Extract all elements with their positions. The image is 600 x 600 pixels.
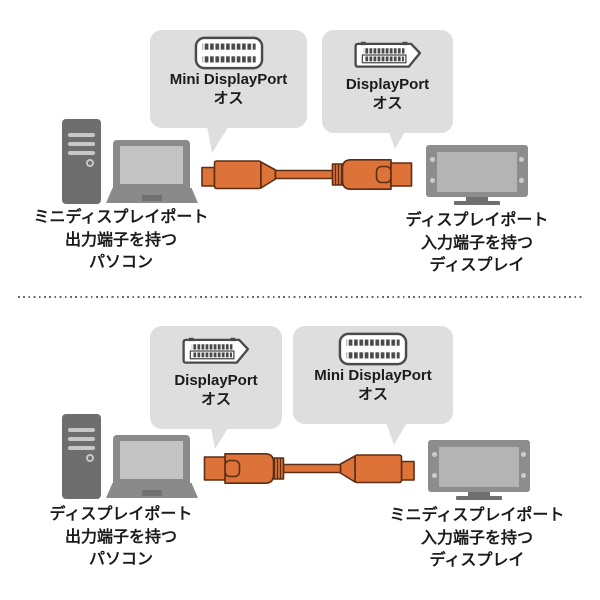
screw-dot bbox=[521, 473, 526, 478]
power-button-dot bbox=[86, 159, 94, 167]
source-device-label: ディスプレイポート 出力端子を持つ パソコン bbox=[49, 506, 193, 568]
cable-mini-displayport-to-displayport bbox=[201, 158, 413, 191]
callout-displayport-bottom: DisplayPort オス bbox=[150, 326, 282, 429]
desktop-pc-icon bbox=[62, 414, 101, 499]
drive-bay-line bbox=[68, 446, 95, 450]
target-device-label: ミニディスプレイポート 入力端子を持つ ディスプレイ bbox=[389, 507, 565, 569]
displayport-connector-icon bbox=[181, 337, 251, 366]
monitor-screen bbox=[437, 152, 517, 192]
callout-tail bbox=[209, 417, 235, 449]
screw-dot bbox=[432, 473, 437, 478]
callout-title: Mini DisplayPort bbox=[314, 367, 432, 384]
callout-title: DisplayPort bbox=[174, 372, 258, 389]
callout-displayport-top: DisplayPort オス bbox=[322, 30, 453, 133]
callout-gender-label: オス bbox=[213, 90, 244, 107]
drive-bay-line bbox=[68, 142, 95, 146]
screw-dot bbox=[519, 178, 524, 183]
target-device-label: ディスプレイポート 入力端子を持つ ディスプレイ bbox=[405, 212, 549, 274]
mini-displayport-connector-icon bbox=[193, 36, 265, 70]
screw-dot bbox=[430, 157, 435, 162]
callout-tail bbox=[384, 417, 410, 445]
drive-bay-line bbox=[68, 437, 95, 441]
screw-dot bbox=[430, 178, 435, 183]
callout-tail bbox=[206, 121, 232, 153]
monitor-stand-base bbox=[454, 201, 500, 205]
display-monitor-icon bbox=[428, 440, 530, 501]
monitor-stand-neck bbox=[466, 197, 488, 202]
callout-title: DisplayPort bbox=[345, 76, 430, 93]
displayport-connector-icon bbox=[353, 41, 423, 70]
source-device-label: ミニディスプレイポート 出力端子を持つ パソコン bbox=[33, 209, 209, 271]
drive-bay-line bbox=[68, 133, 95, 137]
mini-displayport-connector-icon bbox=[337, 332, 409, 366]
callout-title: Mini DisplayPort bbox=[169, 71, 288, 88]
laptop-screen bbox=[113, 435, 190, 483]
laptop-touchpad bbox=[142, 195, 162, 201]
screw-dot bbox=[519, 157, 524, 162]
screw-dot bbox=[432, 452, 437, 457]
screw-dot bbox=[521, 452, 526, 457]
monitor-screen bbox=[439, 447, 519, 487]
callout-mini-displayport-top: Mini DisplayPort オス bbox=[150, 30, 307, 128]
callout-tail bbox=[385, 121, 411, 149]
drive-bay-line bbox=[68, 151, 95, 155]
drive-bay-line bbox=[68, 428, 95, 432]
display-monitor-icon bbox=[426, 145, 528, 206]
laptop-display bbox=[120, 441, 183, 479]
callout-gender-label: オス bbox=[200, 391, 231, 408]
callout-gender-label: オス bbox=[372, 95, 403, 112]
power-button-dot bbox=[86, 454, 94, 462]
laptop-icon bbox=[106, 140, 198, 203]
cable-displayport-to-mini-displayport bbox=[203, 452, 415, 485]
desktop-pc-icon bbox=[62, 119, 101, 204]
monitor-stand-neck bbox=[468, 492, 490, 497]
laptop-screen bbox=[113, 140, 190, 188]
laptop-icon bbox=[106, 435, 198, 498]
callout-gender-label: オス bbox=[357, 386, 388, 403]
laptop-touchpad bbox=[142, 490, 162, 496]
section-divider bbox=[18, 296, 582, 298]
callout-mini-displayport-bottom: Mini DisplayPort オス bbox=[293, 326, 453, 424]
laptop-display bbox=[120, 146, 183, 184]
monitor-stand-base bbox=[456, 496, 502, 500]
